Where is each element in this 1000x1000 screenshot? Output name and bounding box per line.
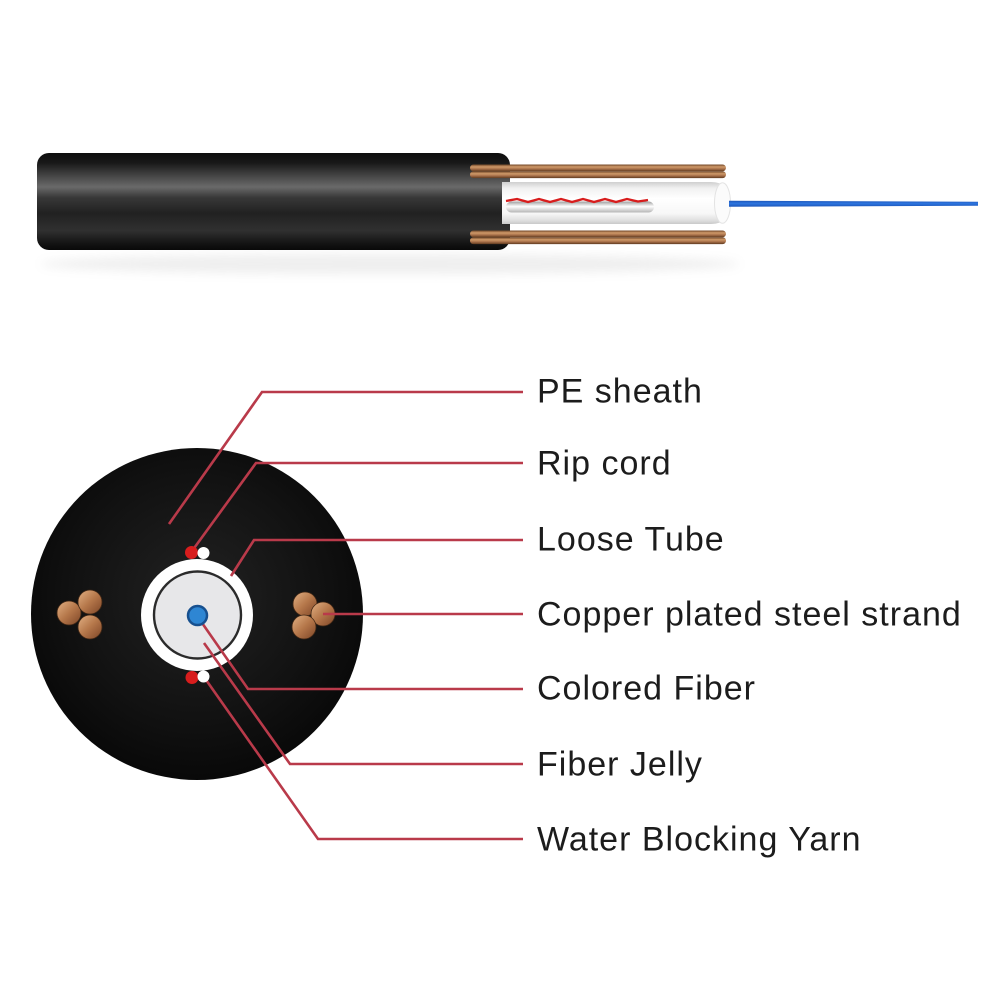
leader-colored-fiber — [198, 619, 523, 691]
leader-fiber-jelly — [202, 642, 523, 766]
yarn-dot-top — [197, 547, 210, 559]
label-pe-sheath: PE sheath — [537, 372, 703, 411]
leader-rip-cord — [190, 461, 523, 552]
leader-water-blocking-yarn — [202, 676, 523, 841]
copper-strand-pair-bottom — [470, 230, 726, 245]
copper-strand-cluster-left — [56, 589, 103, 640]
optical-fiber-blue — [729, 200, 978, 207]
leader-pe-sheath — [167, 390, 523, 525]
label-fiber-jelly: Fiber Jelly — [537, 745, 703, 784]
label-rip-cord: Rip cord — [537, 444, 672, 483]
rip-cord-dot-top — [185, 546, 198, 559]
label-colored-fiber: Colored Fiber — [537, 669, 756, 708]
copper-strand-pair-top — [470, 164, 726, 179]
rip-cord-line-3d — [505, 197, 649, 204]
cross-section-view — [31, 390, 523, 841]
cable-3d-view — [37, 153, 978, 274]
rip-cord-dot-bottom — [185, 671, 199, 684]
label-water-blocking-yarn: Water Blocking Yarn — [537, 820, 862, 859]
leader-loose-tube — [229, 538, 523, 577]
pe-sheath-body — [37, 153, 510, 250]
leader-lines — [167, 390, 523, 841]
colored-fiber-dot — [186, 604, 209, 627]
loose-tube-end-cap — [714, 182, 731, 224]
fiber-bundle-rod — [506, 201, 654, 213]
yarn-dot-bottom — [197, 670, 210, 683]
cable-shadow — [40, 254, 740, 274]
label-copper-strand: Copper plated steel strand — [537, 595, 962, 634]
label-loose-tube: Loose Tube — [537, 520, 725, 559]
